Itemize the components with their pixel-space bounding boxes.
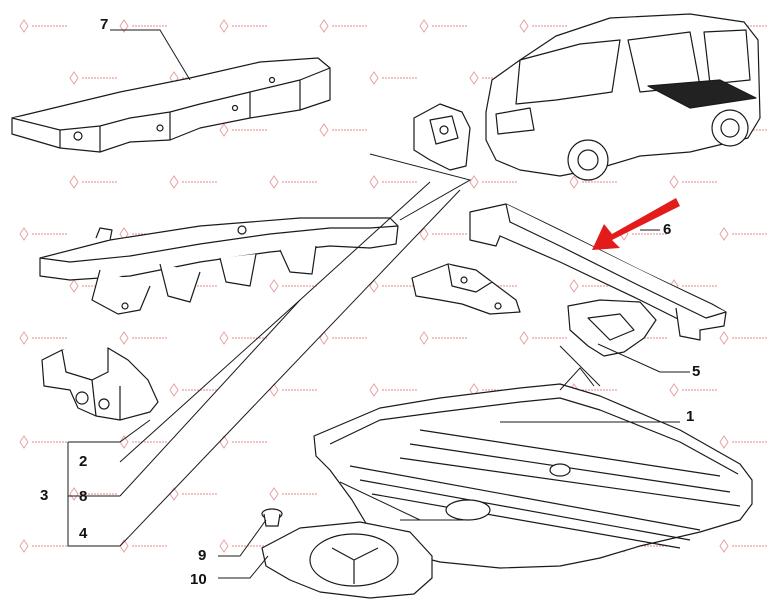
- watermark-logo: [69, 487, 79, 501]
- watermark-logo: [319, 19, 329, 33]
- part-9-plug[interactable]: [261, 508, 283, 527]
- watermark-logo: [219, 539, 229, 553]
- watermark-logo: [219, 19, 229, 33]
- watermark-logo: [19, 227, 29, 241]
- watermark-logo: [69, 279, 79, 293]
- watermark-logo: [319, 331, 329, 345]
- watermark-logo: [69, 175, 79, 189]
- watermark-logo: [19, 19, 29, 33]
- watermark-logo: [719, 435, 729, 449]
- watermark-logo: [119, 331, 129, 345]
- center-bracket[interactable]: [411, 263, 521, 315]
- watermark-logo: [719, 539, 729, 553]
- watermark-logo: [19, 539, 29, 553]
- callout-10: 10: [190, 571, 207, 588]
- watermark-logo: [569, 279, 579, 293]
- callout-3: 3: [40, 487, 49, 504]
- callout-4: 4: [79, 525, 88, 542]
- part-7-long-member[interactable]: [11, 57, 331, 153]
- watermark-logo: [369, 383, 379, 397]
- part-8-cross-member[interactable]: [39, 217, 399, 315]
- part-1-floor-pan[interactable]: [313, 383, 753, 569]
- watermark-logo: [119, 435, 129, 449]
- callout-5: 5: [692, 363, 701, 380]
- watermark-logo: [269, 175, 279, 189]
- part-10-cover[interactable]: [261, 521, 433, 599]
- watermark-logo: [219, 331, 229, 345]
- watermark-logo: [419, 227, 429, 241]
- callout-9: 9: [198, 547, 207, 564]
- callout-7: 7: [100, 16, 109, 33]
- red-arrow-pointer: [592, 198, 680, 250]
- watermark-logo: [669, 175, 679, 189]
- part-5-plate[interactable]: [567, 299, 657, 357]
- watermark-logo: [719, 227, 729, 241]
- callout-8: 8: [79, 488, 88, 505]
- watermark-logo: [269, 383, 279, 397]
- watermark-logo: [169, 487, 179, 501]
- watermark-logo: [369, 175, 379, 189]
- watermark-logo: [719, 331, 729, 345]
- vehicle-illustration: [485, 13, 761, 181]
- watermark-logo: [119, 539, 129, 553]
- watermark-logo: [419, 19, 429, 33]
- watermark-logo: [169, 175, 179, 189]
- part-2-bracket[interactable]: [41, 347, 159, 421]
- watermark-logo: [19, 435, 29, 449]
- watermark-logo: [319, 123, 329, 137]
- callout-6: 6: [663, 221, 672, 238]
- watermark-logo: [369, 279, 379, 293]
- watermark-logo: [19, 331, 29, 345]
- callout-2: 2: [79, 453, 88, 470]
- watermark-logo: [519, 331, 529, 345]
- watermark-logo: [569, 175, 579, 189]
- watermark-logo: [419, 331, 429, 345]
- upper-bracket[interactable]: [413, 103, 471, 171]
- watermark-logo: [469, 175, 479, 189]
- watermark-logo: [519, 19, 529, 33]
- watermark-logo: [469, 71, 479, 85]
- watermark-logo: [169, 383, 179, 397]
- watermark-logo: [269, 487, 279, 501]
- leader-lines: [67, 29, 690, 579]
- watermark-logo: [69, 71, 79, 85]
- watermark-logo: [269, 279, 279, 293]
- part-6-rear-beam[interactable]: [469, 203, 727, 341]
- watermark-logo: [369, 71, 379, 85]
- callout-1: 1: [686, 408, 695, 425]
- watermark-logo: [219, 123, 229, 137]
- watermark-logo: [669, 383, 679, 397]
